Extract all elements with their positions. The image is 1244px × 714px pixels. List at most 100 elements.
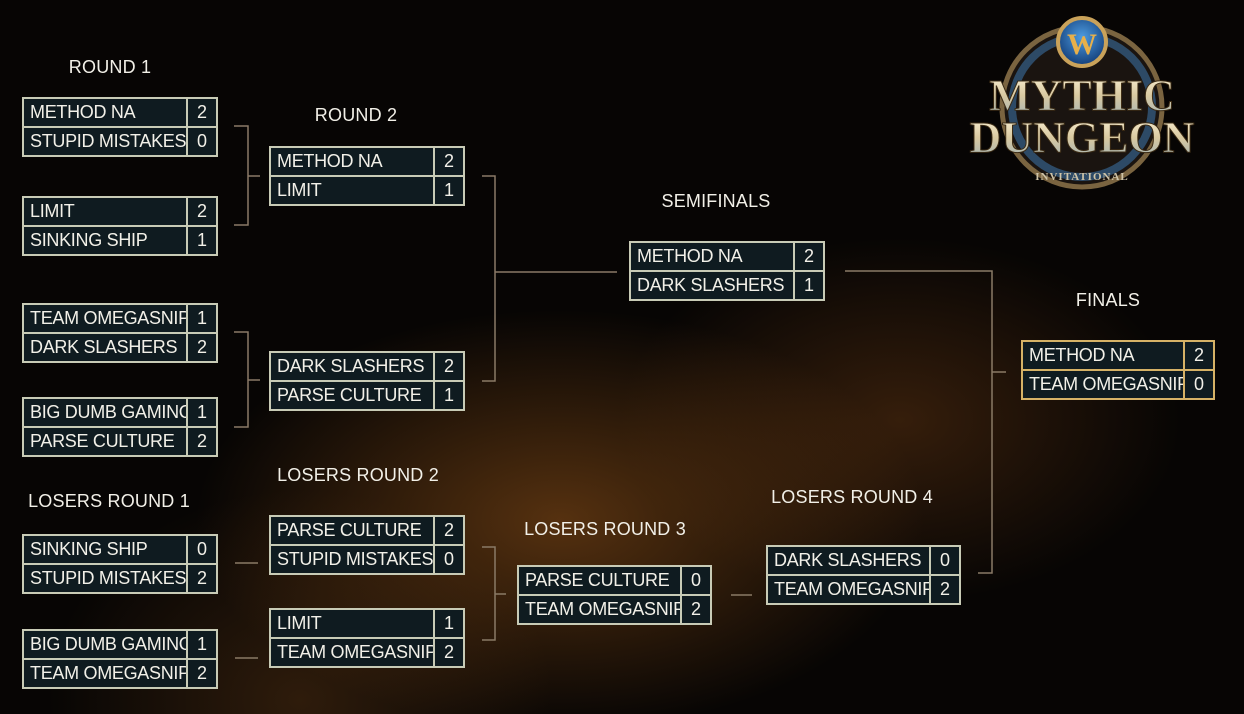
team-name: TEAM OMEGASNIPED <box>1023 371 1185 398</box>
team-row: DARK SLASHERS 2 <box>22 334 218 363</box>
team-name: DARK SLASHERS <box>631 272 795 299</box>
losers-round-2-heading: LOSERS ROUND 2 <box>277 465 439 485</box>
svg-text:DUNGEON: DUNGEON <box>970 113 1195 162</box>
team-score: 2 <box>196 568 207 588</box>
team-name: METHOD NA <box>271 148 435 175</box>
team-row: SINKING SHIP 0 <box>22 534 218 565</box>
team-name: DARK SLASHERS <box>271 353 435 380</box>
team-score: 1 <box>196 308 207 328</box>
team-row: PARSE CULTURE 2 <box>269 515 465 546</box>
team-score: 1 <box>196 230 207 250</box>
team-name: METHOD NA <box>1023 342 1185 369</box>
team-name: TEAM OMEGASNIPED <box>24 660 188 687</box>
team-score: 2 <box>196 102 207 122</box>
team-row: METHOD NA 2 <box>1021 340 1215 371</box>
team-name: TEAM OMEGASNIPED <box>768 576 931 603</box>
team-score: 0 <box>690 570 701 590</box>
team-name: METHOD NA <box>24 99 188 126</box>
svg-text:W: W <box>1067 28 1097 61</box>
team-name: DARK SLASHERS <box>24 334 188 361</box>
connector-r2 <box>482 175 617 382</box>
team-name: METHOD NA <box>631 243 795 270</box>
team-score: 2 <box>690 599 701 619</box>
team-name: BIG DUMB GAMING <box>24 399 188 426</box>
team-row: PARSE CULTURE 0 <box>517 565 712 596</box>
connector-r1-bottom <box>234 331 260 428</box>
semifinals-heading: SEMIFINALS <box>661 191 771 211</box>
team-name: TEAM OMEGASNIPED <box>24 305 188 332</box>
team-name: PARSE CULTURE <box>271 382 435 409</box>
team-score: 2 <box>196 337 207 357</box>
team-row: DARK SLASHERS 1 <box>629 272 825 301</box>
team-name: PARSE CULTURE <box>24 428 188 455</box>
team-score: 2 <box>443 151 454 171</box>
team-score: 2 <box>443 520 454 540</box>
round-2-heading: ROUND 2 <box>314 105 398 125</box>
team-score: 1 <box>803 275 814 295</box>
team-score: 0 <box>196 539 207 559</box>
team-name: BIG DUMB GAMING <box>24 631 188 658</box>
connector-lr2 <box>482 546 506 641</box>
svg-text:MYTHIC: MYTHIC <box>989 71 1175 120</box>
team-row: DARK SLASHERS 2 <box>269 351 465 382</box>
round-1-heading: ROUND 1 <box>68 57 152 77</box>
team-name: LIMIT <box>24 198 188 225</box>
team-row: TEAM OMEGASNIPED 2 <box>22 660 218 689</box>
losers-round-3-heading: LOSERS ROUND 3 <box>524 519 686 539</box>
team-row: SINKING SHIP 1 <box>22 227 218 256</box>
team-score: 2 <box>803 246 814 266</box>
team-score: 2 <box>196 201 207 221</box>
team-name: STUPID MISTAKES <box>24 128 188 155</box>
team-name: SINKING SHIP <box>24 227 188 254</box>
team-row: LIMIT 2 <box>22 196 218 227</box>
team-score: 0 <box>939 550 950 570</box>
svg-text:INVITATIONAL: INVITATIONAL <box>1035 171 1129 183</box>
team-row: TEAM OMEGASNIPED 0 <box>1021 371 1215 400</box>
team-score: 1 <box>443 180 454 200</box>
mythic-dungeon-invitational-logo: W MYTHIC DUNGEON INVITATIONAL <box>960 12 1204 197</box>
team-row: TEAM OMEGASNIPED 2 <box>766 576 961 605</box>
team-name: STUPID MISTAKES <box>271 546 435 573</box>
team-row: TEAM OMEGASNIPED 2 <box>517 596 712 625</box>
team-name: PARSE CULTURE <box>271 517 435 544</box>
connector-r1-top <box>234 125 260 226</box>
team-score: 2 <box>1193 345 1204 365</box>
team-row: TEAM OMEGASNIPED2 <box>269 639 465 668</box>
team-score: 0 <box>1193 374 1204 394</box>
team-name: STUPID MISTAKES <box>24 565 188 592</box>
finals-heading: FINALS <box>1075 290 1141 310</box>
team-name: LIMIT <box>271 610 435 637</box>
team-score: 2 <box>196 663 207 683</box>
team-name: SINKING SHIP <box>24 536 188 563</box>
team-name: TEAM OMEGASNIPED <box>271 639 435 666</box>
team-name: PARSE CULTURE <box>519 567 682 594</box>
team-row: STUPID MISTAKES 2 <box>22 565 218 594</box>
team-row: STUPID MISTAKES 0 <box>22 128 218 157</box>
losers-round-4-heading: LOSERS ROUND 4 <box>771 487 933 507</box>
team-name: TEAM OMEGASNIPED <box>519 596 682 623</box>
losers-round-1-heading: LOSERS ROUND 1 <box>28 491 190 511</box>
team-score: 0 <box>196 131 207 151</box>
team-score: 2 <box>443 356 454 376</box>
team-row: METHOD NA 2 <box>629 241 825 272</box>
team-score: 2 <box>939 579 950 599</box>
